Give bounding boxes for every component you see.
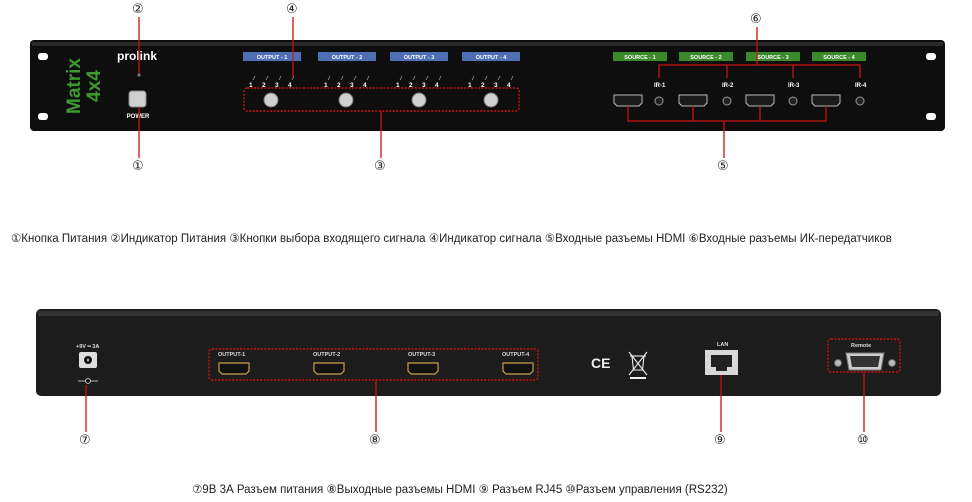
weee-bin-icon <box>628 351 648 379</box>
callout-5: ⑤ <box>717 159 729 174</box>
svg-text:OUTPUT-2: OUTPUT-2 <box>313 352 340 358</box>
svg-text:3: 3 <box>350 82 354 89</box>
lan-label: LAN <box>717 342 728 348</box>
model-name-line1: Matrix <box>64 58 85 114</box>
ce-mark: CE <box>591 355 610 371</box>
ir-jacks <box>654 96 865 106</box>
input-select-buttons <box>263 92 499 108</box>
back-caption: ⑦9В 3А Разъем питания ⑧Выходные разъемы … <box>192 484 728 496</box>
svg-text:4: 4 <box>363 82 367 89</box>
polarity-icon <box>78 378 98 384</box>
svg-text:SOURCE - 3: SOURCE - 3 <box>757 55 788 61</box>
callout-2: ② <box>132 2 144 17</box>
ir-jack-icon <box>855 96 865 106</box>
callout-8: ⑧ <box>369 433 381 448</box>
rack-hole <box>38 113 48 120</box>
hdmi-port-icon <box>811 94 841 107</box>
output-tabs: OUTPUT - 1 OUTPUT - 2 OUTPUT - 3 OUTPUT … <box>243 52 520 61</box>
ir-jack-icon <box>654 96 664 106</box>
svg-text:3: 3 <box>494 82 498 89</box>
outputs-highlight-box <box>208 348 539 381</box>
hdmi-port-icon <box>502 362 534 375</box>
svg-text:2: 2 <box>262 82 266 89</box>
brand-logo: prolink <box>117 49 157 63</box>
ir-labels: IR-1 IR-2 IR-3 IR-4 <box>654 83 867 89</box>
led-ticks <box>252 75 514 81</box>
front-caption: ①Кнопка Питания ②Индикатор Питания ③Кноп… <box>11 233 892 245</box>
svg-text:OUTPUT-1: OUTPUT-1 <box>218 352 245 358</box>
power-label: POWER <box>127 114 150 120</box>
ir-jack-icon <box>788 96 798 106</box>
signal-indicator-group: 1 2 3 4 1 2 3 4 1 2 3 4 1 2 3 4 <box>249 82 511 89</box>
svg-text:OUTPUT-4: OUTPUT-4 <box>502 352 530 358</box>
hdmi-port-icon <box>678 94 708 107</box>
rack-hole <box>38 53 48 60</box>
svg-text:1: 1 <box>396 82 400 89</box>
back-panel <box>36 309 941 396</box>
svg-text:4: 4 <box>507 82 511 89</box>
output-tab-label: OUTPUT - 2 <box>332 55 363 61</box>
input-select-button-3[interactable] <box>411 92 427 108</box>
svg-text:2: 2 <box>337 82 341 89</box>
svg-text:1: 1 <box>324 82 328 89</box>
callout-3: ③ <box>374 159 386 174</box>
rack-hole <box>926 113 936 120</box>
back-panel-diagram: +9V ━ 3A OUTPUT-1 OUTPUT-2 OUTPUT-3 OUTP… <box>36 309 941 432</box>
annotation-lines <box>138 17 861 158</box>
power-button[interactable] <box>128 90 147 108</box>
hdmi-output-labels: OUTPUT-1 OUTPUT-2 OUTPUT-3 OUTPUT-4 <box>218 352 530 358</box>
front-panel-diagram: Matrix 4x4 prolink POWER OUTPUT - 1 OUTP… <box>30 17 945 158</box>
callout-9: ⑨ <box>714 433 726 448</box>
source-tabs: SOURCE - 1 SOURCE - 2 SOURCE - 3 SOURCE … <box>613 52 866 61</box>
power-spec-label: +9V ━ 3A <box>76 344 99 350</box>
output-tab-label: OUTPUT - 3 <box>404 55 435 61</box>
remote-highlight-box <box>827 338 901 373</box>
input-select-button-1[interactable] <box>263 92 279 108</box>
callout-4: ④ <box>286 2 298 17</box>
svg-text:1: 1 <box>468 82 472 89</box>
annotation-lines-back <box>85 372 865 432</box>
hdmi-port-icon <box>313 362 345 375</box>
svg-text:IR-2: IR-2 <box>722 83 734 89</box>
hdmi-port-icon <box>407 362 439 375</box>
ir-jack-icon <box>722 96 732 106</box>
svg-text:IR-4: IR-4 <box>855 83 867 89</box>
callout-7: ⑦ <box>79 433 91 448</box>
svg-text:4: 4 <box>435 82 439 89</box>
svg-text:OUTPUT-3: OUTPUT-3 <box>408 352 435 358</box>
svg-text:SOURCE - 1: SOURCE - 1 <box>624 55 655 61</box>
callout-1: ① <box>132 159 144 174</box>
callout-6: ⑥ <box>750 12 762 27</box>
hdmi-output-ports <box>218 362 534 375</box>
output-tab-label: OUTPUT - 1 <box>257 55 288 61</box>
front-panel <box>30 40 945 131</box>
rack-hole <box>926 53 936 60</box>
svg-text:2: 2 <box>481 82 485 89</box>
callout-10: ⑩ <box>857 433 869 448</box>
svg-text:2: 2 <box>409 82 413 89</box>
hdmi-port-icon <box>218 362 250 375</box>
remote-label: Remote <box>851 343 871 349</box>
svg-text:1: 1 <box>249 82 253 89</box>
svg-text:4: 4 <box>288 82 292 89</box>
output-tab-label: OUTPUT - 4 <box>476 55 507 61</box>
input-select-button-2[interactable] <box>338 92 354 108</box>
buttons-highlight-box <box>243 87 520 112</box>
svg-text:IR-3: IR-3 <box>788 83 800 89</box>
svg-text:IR-1: IR-1 <box>654 83 666 89</box>
model-name-line2: 4x4 <box>84 70 105 102</box>
hdmi-input-ports <box>613 94 841 107</box>
hdmi-port-icon <box>745 94 775 107</box>
svg-text:3: 3 <box>422 82 426 89</box>
svg-text:SOURCE - 4: SOURCE - 4 <box>823 55 855 61</box>
input-select-button-4[interactable] <box>483 92 499 108</box>
power-indicator <box>137 73 141 77</box>
svg-text:3: 3 <box>275 82 279 89</box>
svg-text:SOURCE - 2: SOURCE - 2 <box>690 55 721 61</box>
hdmi-port-icon <box>613 94 643 107</box>
